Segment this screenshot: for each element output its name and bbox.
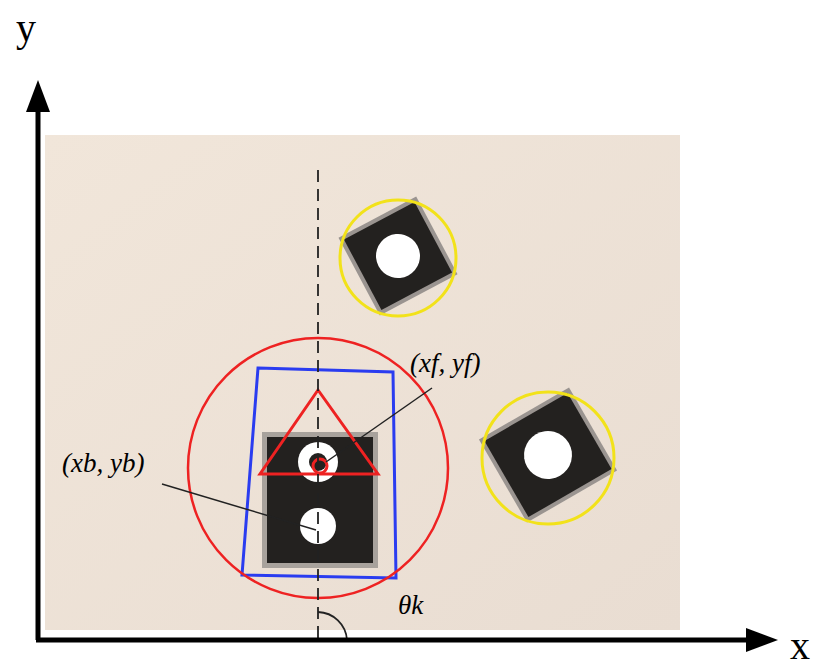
x-axis [36,638,750,643]
coordinate-label: (xf, yf) [410,350,480,377]
leader-line [162,484,316,530]
arrowhead [746,628,778,652]
heading-line [317,170,319,640]
arrowhead [26,80,50,112]
detection-circle [340,200,456,316]
leader-line [326,388,432,462]
y-axis [36,105,41,640]
axis-label: y [16,8,36,48]
coordinate-label: (xb, yb) [62,450,144,477]
bounding-box [242,368,396,578]
heading-triangle [260,390,378,474]
detection-circle [482,392,614,524]
front-point [313,459,327,473]
camera-image [45,135,680,630]
object-chip [338,196,457,315]
robot-body [267,437,373,563]
robot-body [262,432,378,568]
axis-label: x [790,626,810,666]
angle-arc [318,612,347,640]
angle-label: θk [398,592,423,619]
